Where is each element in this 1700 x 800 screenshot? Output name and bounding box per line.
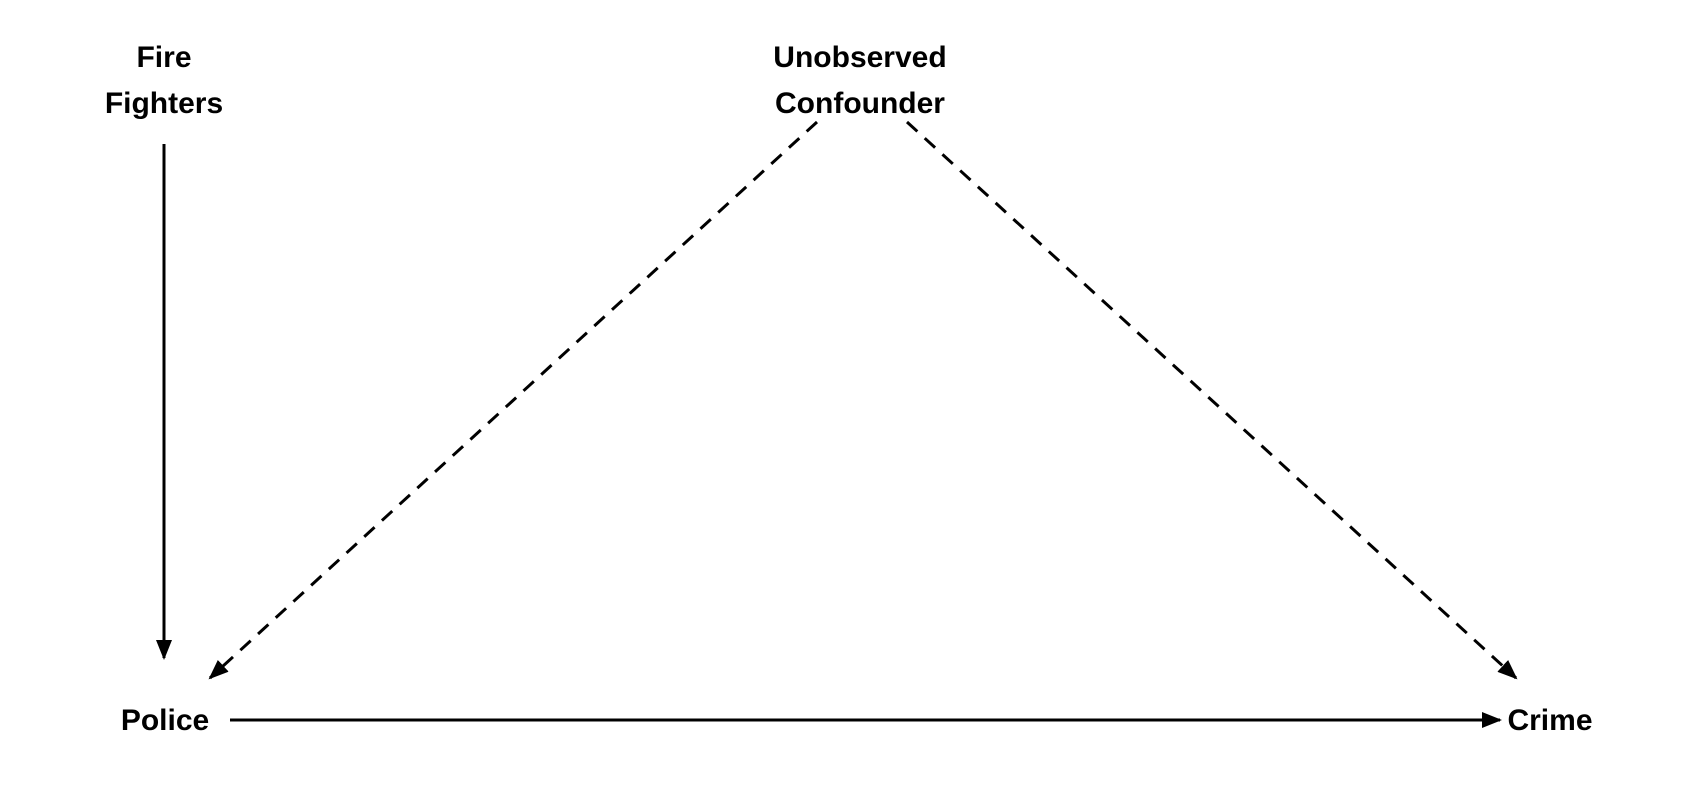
node-unobserved-confounder: Unobserved Confounder <box>740 35 980 127</box>
node-fire-fighters-line2: Fighters <box>104 87 224 120</box>
node-police-label: Police <box>120 704 210 737</box>
node-fire-fighters-line1: Fire <box>136 41 192 74</box>
edge-confounder-to-police <box>208 120 819 680</box>
node-fire-fighters: Fire Fighters <box>84 35 244 127</box>
edge-confounder-to-crime <box>905 120 1518 680</box>
node-police: Police <box>100 698 230 744</box>
node-crime-label: Crime <box>1507 704 1593 737</box>
node-crime: Crime <box>1490 698 1610 744</box>
node-confounder-line2: Confounder <box>775 87 945 120</box>
node-confounder-line1: Unobserved <box>773 41 947 74</box>
